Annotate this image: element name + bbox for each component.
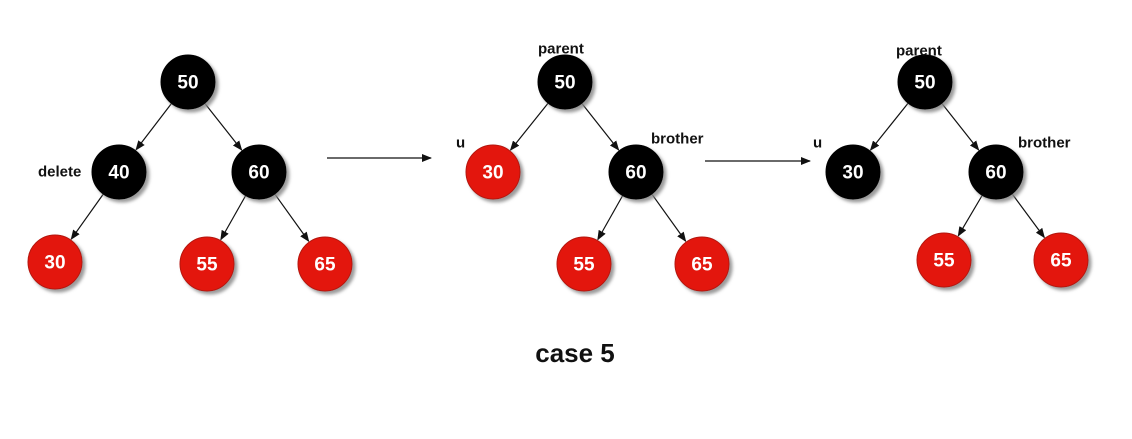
tree-edge <box>220 195 247 241</box>
tree-edge <box>957 194 983 237</box>
node-annotation-label: delete <box>38 164 81 181</box>
node-value: 50 <box>914 73 935 94</box>
tree-node-red: 30 <box>465 144 521 200</box>
node-circle <box>916 232 972 288</box>
node-circle <box>297 236 353 292</box>
tree-node-black: 60 <box>608 144 664 200</box>
tree-edge <box>651 193 687 243</box>
node-value: 55 <box>573 255 595 276</box>
tree-edge <box>70 193 104 240</box>
tree-node-red: 30 <box>27 234 83 290</box>
node-value: 60 <box>985 163 1006 184</box>
tree-edge <box>204 102 243 151</box>
node-annotation-label: u <box>813 135 822 152</box>
node-value: 60 <box>248 163 269 184</box>
node-value: 60 <box>625 163 646 184</box>
tree-edge <box>135 103 173 151</box>
node-circle <box>91 144 147 200</box>
node-annotation-label: brother <box>1018 135 1071 152</box>
tree-node-red: 55 <box>916 232 972 288</box>
transition-arrows <box>327 154 811 165</box>
tree-node-red: 55 <box>179 236 235 292</box>
node-value: 55 <box>933 251 955 272</box>
node-circle <box>968 144 1024 200</box>
tree-node-red: 65 <box>297 236 353 292</box>
node-value: 55 <box>196 255 218 276</box>
node-value: 30 <box>842 163 863 184</box>
node-value: 30 <box>44 253 65 274</box>
tree-node-black: 60 <box>231 144 287 200</box>
node-value: 40 <box>108 163 129 184</box>
labels-layer: delete parent u brother parent u brother <box>38 41 1071 181</box>
node-circle <box>674 236 730 292</box>
node-value: 30 <box>482 163 503 184</box>
tree-edge <box>581 102 620 151</box>
tree-node-black: 60 <box>968 144 1024 200</box>
node-circle <box>179 236 235 292</box>
node-annotation-label: u <box>456 135 465 152</box>
tree-node-black: 50 <box>537 54 593 110</box>
tree-node-black: 40 <box>91 144 147 200</box>
tree-node-black: 30 <box>825 144 881 200</box>
tree-node-black: 50 <box>160 54 216 110</box>
tree-node-red: 65 <box>1033 232 1089 288</box>
node-circle <box>825 144 881 200</box>
tree-edge <box>274 193 310 243</box>
tree-node-black: 50 <box>897 54 953 110</box>
node-circle <box>608 144 664 200</box>
node-circle <box>1033 232 1089 288</box>
edges-layer <box>70 102 1045 243</box>
tree-edge <box>597 195 624 241</box>
node-value: 50 <box>554 73 575 94</box>
tree-edge <box>509 102 549 151</box>
node-annotation-label: parent <box>538 41 584 58</box>
node-circle <box>537 54 593 110</box>
tree-edge <box>1011 193 1045 239</box>
node-circle <box>465 144 521 200</box>
node-circle <box>897 54 953 110</box>
node-circle <box>27 234 83 290</box>
node-circle <box>556 236 612 292</box>
node-annotation-label: brother <box>651 131 704 148</box>
tree-node-red: 65 <box>674 236 730 292</box>
node-circle <box>160 54 216 110</box>
node-value: 50 <box>177 73 198 94</box>
tree-edge <box>869 102 909 151</box>
nodes-layer: 50 40 60 30 55 65 50 30 60 55 65 50 30 60 55 65 <box>27 54 1089 292</box>
node-value: 65 <box>314 255 336 276</box>
caption: case 5 <box>535 338 615 368</box>
tree-node-red: 55 <box>556 236 612 292</box>
node-value: 65 <box>1050 251 1072 272</box>
tree-edge <box>941 102 980 151</box>
node-value: 65 <box>691 255 713 276</box>
node-annotation-label: parent <box>896 43 942 60</box>
node-circle <box>231 144 287 200</box>
